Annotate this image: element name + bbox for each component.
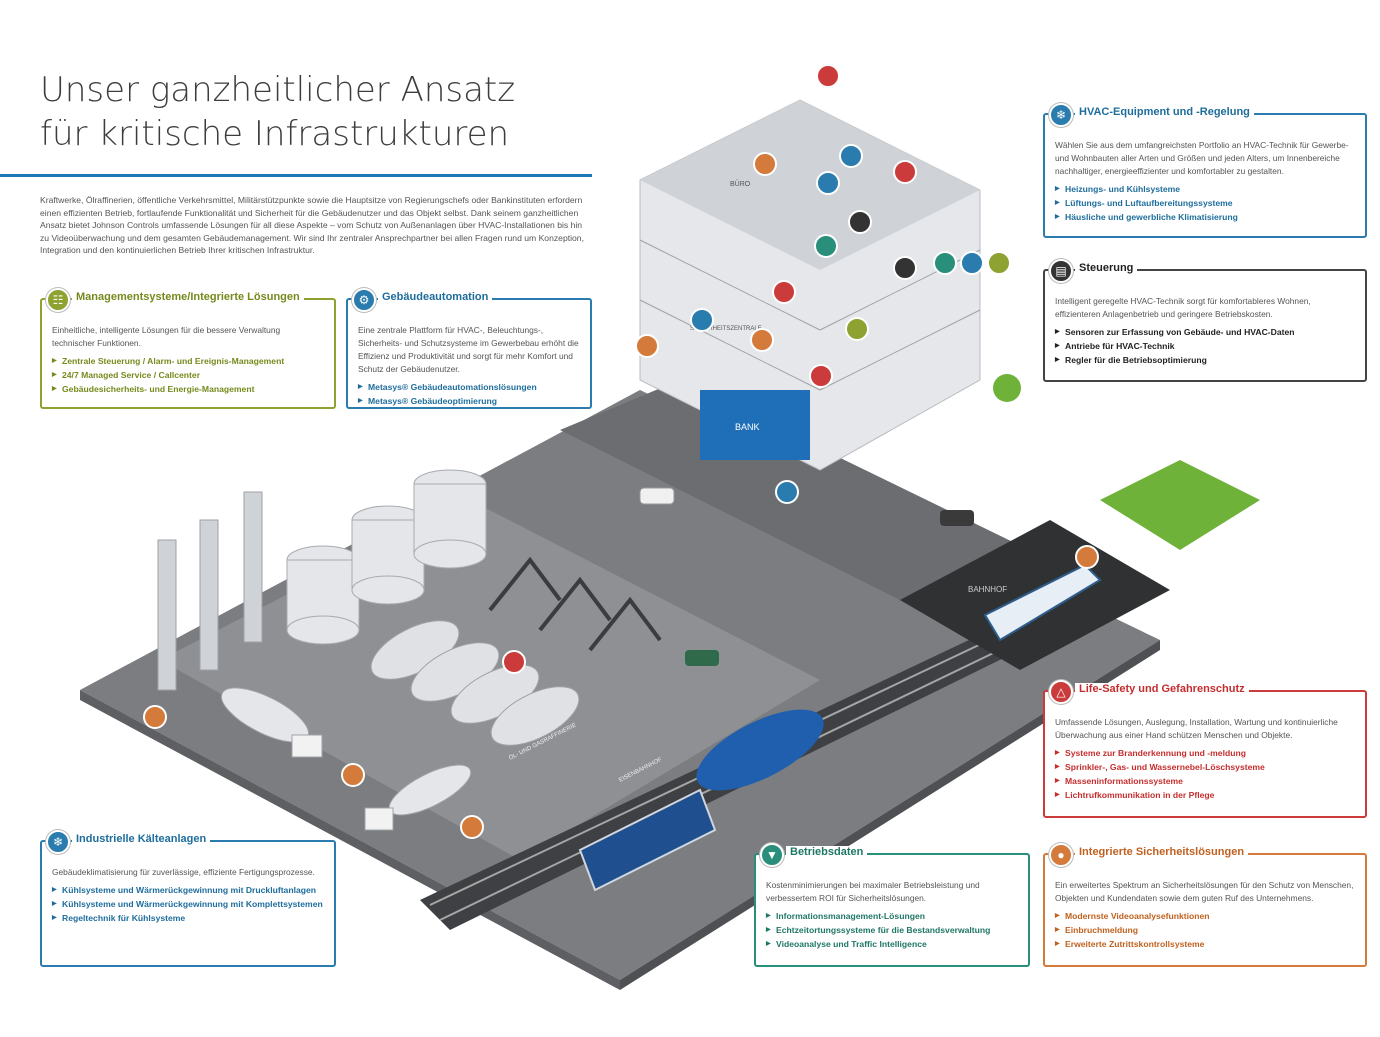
eisenbahn-label: EISENBAHNHOF [618,757,663,784]
lifesafety-item[interactable]: Masseninformationssysteme [1055,774,1355,788]
road [560,380,1050,620]
title-line-1: Unser ganzheitlicher Ansatz [40,70,516,110]
lifesafety-item[interactable]: Systeme zur Branderkennung und -meldung [1055,746,1355,760]
management-desc: Einheitliche, intelligente Lösungen für … [52,325,281,348]
sicherheit-box: ● Integrierte Sicherheitslösungen Ein er… [1043,843,1367,967]
steuerung-title: Steuerung [1075,262,1138,274]
steuerung-box: ▤ Steuerung Intelligent geregelte HVAC-T… [1043,259,1367,382]
lifesafety-title: Life-Safety und Gefahrenschutz [1075,683,1249,695]
kaelte-item[interactable]: Kühlsysteme und Wärmerückgewinnung mit K… [52,897,324,911]
locomotive [578,788,717,892]
steuerung-desc: Intelligent geregelte HVAC-Technik sorgt… [1055,296,1311,319]
sicherheit-item[interactable]: Modernste Videoanalysefunktionen [1055,909,1355,923]
betriebsdaten-item[interactable]: Informationsmanagement-Lösungen [766,909,1018,923]
gebaeudeautomation-desc: Eine zentrale Plattform für HVAC-, Beleu… [358,325,579,374]
tree [993,374,1021,402]
management-item[interactable]: Gebäudesicherheits- und Energie-Manageme… [52,382,324,396]
chimneys [157,491,263,691]
person-icon: ● [1049,843,1073,867]
hvac-box: ❄ HVAC-Equipment und -Regelung Wählen Si… [1043,103,1367,238]
tanker-trucks [220,687,472,831]
betriebsdaten-title: Betriebsdaten [786,846,868,858]
betriebsdaten-desc: Kostenminimierungen bei maximaler Betrie… [766,880,980,903]
lifesafety-desc: Umfassende Lösungen, Auslegung, Installa… [1055,717,1338,740]
snowflake-icon: ❄ [46,830,70,854]
steuerung-item[interactable]: Regler für die Betriebsoptimierung [1055,353,1355,367]
hvac-title: HVAC-Equipment und -Regelung [1075,106,1254,118]
steuerung-item[interactable]: Antriebe für HVAC-Technik [1055,339,1355,353]
management-list: Zentrale Steuerung / Alarm- und Ereignis… [52,354,324,396]
hvac-icon: ❄ [1049,103,1073,127]
gebaeudeautomation-title: Gebäudeautomation [378,291,493,303]
sicherheit-title: Integrierte Sicherheitslösungen [1075,846,1249,858]
sicherheit-list: Modernste Videoanalysefunktionen Einbruc… [1055,909,1355,951]
page-title: Unser ganzheitlicher Ansatz für kritisch… [40,68,580,156]
betriebsdaten-item[interactable]: Videoanalyse und Traffic Intelligence [766,937,1018,951]
hvac-item[interactable]: Lüftungs- und Luftaufbereitungssysteme [1055,196,1355,210]
sicherheit-label: SICHERHEITSZENTRALE [690,326,762,332]
refinery-area [160,500,820,860]
steuerung-item[interactable]: Sensoren zur Erfassung von Gebäude- und … [1055,325,1355,339]
car [639,487,675,505]
hvac-item[interactable]: Heizungs- und Kühlsysteme [1055,182,1355,196]
gebaeudeautomation-list: Metasys® Gebäudeautomationslösungen Meta… [358,380,580,408]
bahnhof-label: BAHNHOF [968,585,1007,594]
gebaeudeautomation-box: ⚙ Gebäudeautomation Eine zentrale Plattf… [346,288,592,409]
lifesafety-item[interactable]: Sprinkler-, Gas- und Wassernebel-Löschsy… [1055,760,1355,774]
lifesafety-list: Systeme zur Branderkennung und -meldung … [1055,746,1355,802]
hvac-list: Heizungs- und Kühlsysteme Lüftungs- und … [1055,182,1355,224]
kaelte-item[interactable]: Regeltechnik für Kühlsysteme [52,911,324,925]
management-item[interactable]: 24/7 Managed Service / Callcenter [52,368,324,382]
metro-train [983,563,1102,642]
sicherheit-item[interactable]: Erweiterte Zutrittskontrollsysteme [1055,937,1355,951]
car [685,650,719,666]
gebaeudeautomation-item[interactable]: Metasys® Gebäudeoptimierung [358,394,580,408]
flame-icon: △ [1049,680,1073,704]
kaelte-list: Kühlsysteme und Wärmerückgewinnung mit D… [52,883,324,925]
sicherheit-item[interactable]: Einbruchmeldung [1055,923,1355,937]
kaelte-box: ❄ Industrielle Kälteanlagen Gebäudeklima… [40,830,336,967]
betriebsdaten-item[interactable]: Echtzeitortungssysteme für die Bestandsv… [766,923,1018,937]
office-building: BANK BÜRO SICHERHEITSZENTRALE [639,99,981,471]
lifesafety-box: △ Life-Safety und Gefahrenschutz Umfasse… [1043,680,1367,818]
title-divider [0,174,592,177]
sicherheit-desc: Ein erweitertes Spektrum an Sicherheitsl… [1055,880,1354,903]
intro-text: Kraftwerke, Ölraffinerien, öffentliche V… [40,195,584,255]
bank-label: BANK [735,422,760,432]
scene-markers [143,64,1099,839]
pump-jacks [488,556,662,652]
lifesafety-item[interactable]: Lichtrufkommunikation in der Pflege [1055,788,1355,802]
tank-wagon [696,709,824,791]
kaelte-item[interactable]: Kühlsysteme und Wärmerückgewinnung mit D… [52,883,324,897]
network-icon: ☷ [46,288,70,312]
horizontal-tanks [370,620,580,746]
shield-icon: ▼ [760,843,784,867]
management-title: Managementsysteme/Integrierte Lösungen [72,291,304,303]
betriebsdaten-box: ▼ Betriebsdaten Kostenminimierungen bei … [754,843,1030,967]
station-pit [900,520,1170,670]
gebaeudeautomation-item[interactable]: Metasys® Gebäudeautomationslösungen [358,380,580,394]
grass-area [1100,460,1260,550]
management-box: ☷ Managementsysteme/Integrierte Lösungen… [40,288,336,409]
title-line-2: für kritische Infrastrukturen [40,114,510,154]
gear-icon: ⚙ [352,288,376,312]
kaelte-title: Industrielle Kälteanlagen [72,833,211,845]
betriebsdaten-list: Informationsmanagement-Lösungen Echtzeit… [766,909,1018,951]
steuerung-list: Sensoren zur Erfassung von Gebäude- und … [1055,325,1355,367]
buero-label: BÜRO [730,180,751,188]
gasraffinerie-label: ÖL- UND GASRAFFINERIE [508,722,578,762]
car [940,510,974,526]
hvac-item[interactable]: Häusliche und gewerbliche Klimatisierung [1055,210,1355,224]
hvac-desc: Wählen Sie aus dem umfangreichsten Portf… [1055,140,1349,176]
storage-tanks [286,469,487,645]
kaelte-desc: Gebäudeklimatisierung für zuverlässige, … [52,867,315,877]
management-item[interactable]: Zentrale Steuerung / Alarm- und Ereignis… [52,354,324,368]
controller-icon: ▤ [1049,259,1073,283]
